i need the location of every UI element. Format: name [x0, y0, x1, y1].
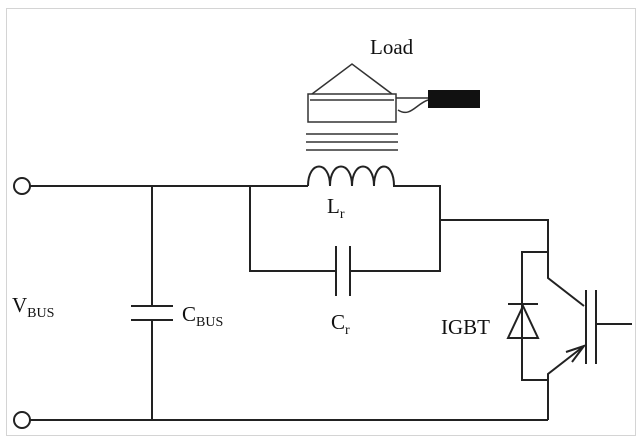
- load-pan-body: [307, 93, 397, 123]
- igbt-label: IGBT: [441, 315, 490, 339]
- inductor-lr: [307, 165, 395, 187]
- igbt-emitter-arrow: [565, 344, 587, 363]
- terminal-bottom: [13, 411, 31, 429]
- lr-label: Lr: [327, 194, 345, 222]
- terminal-top: [13, 177, 31, 195]
- cbus-label: CBUS: [182, 302, 224, 330]
- igbt-emitter-leg: [547, 345, 585, 420]
- load-handle-neck: [396, 97, 429, 114]
- diagram-frame: [6, 8, 636, 436]
- coupling-lines: [306, 133, 398, 151]
- load-pan-top: [311, 63, 393, 95]
- tank-left-lower: [249, 186, 336, 272]
- igbt-collector-leg: [547, 252, 585, 307]
- vbus-label: VBUS: [12, 293, 55, 321]
- cr-label: Cr: [331, 310, 350, 338]
- diode-frame-left: [521, 251, 548, 381]
- tank-right: [350, 185, 441, 272]
- collector-wire: [440, 219, 549, 252]
- load-handle-grip: [428, 90, 480, 108]
- diode-triangle: [506, 303, 540, 339]
- load-label: Load: [370, 35, 414, 59]
